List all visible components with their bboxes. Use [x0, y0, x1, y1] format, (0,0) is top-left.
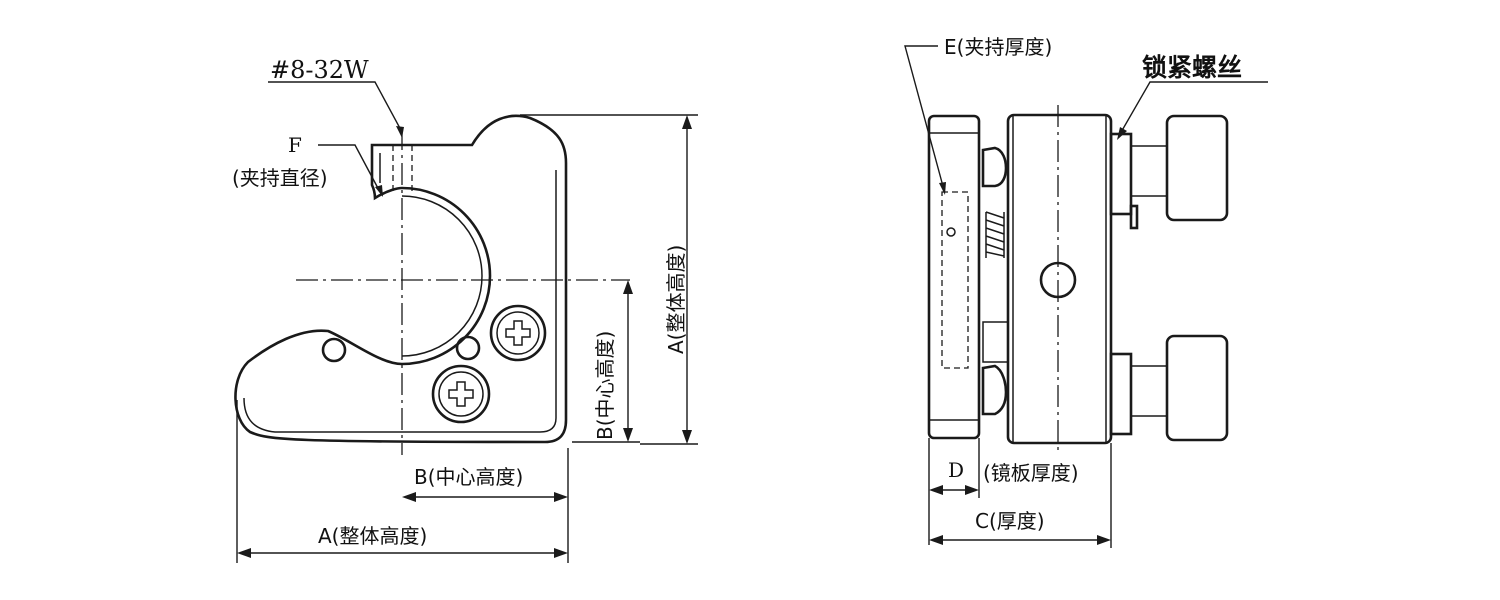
dim-a-vertical-label: A(整体高度)	[664, 245, 688, 354]
pivot-ball	[981, 146, 1008, 188]
dim-c-label: C(厚度)	[975, 509, 1045, 533]
base-plate	[1006, 113, 1113, 445]
guide-pin	[982, 321, 1009, 363]
lock-screw-label: 锁紧螺丝	[1142, 53, 1242, 82]
screw-bottom-icon	[431, 364, 491, 424]
clamp-diameter-letter: F	[288, 133, 302, 157]
mirror-plate	[927, 114, 981, 440]
clamp-diameter-leader	[318, 144, 381, 193]
dowel-hole-left	[321, 337, 347, 363]
spring-icon	[985, 211, 1005, 258]
dim-b-vertical-label: B(中心高度)	[593, 331, 617, 440]
thread-label: #8-32W	[270, 56, 369, 84]
dim-b-horizontal-label: B(中心高度)	[414, 465, 523, 489]
thread-leader-line	[268, 81, 403, 133]
mount-body-outline	[234, 114, 568, 444]
dowel-hole-right	[455, 335, 481, 361]
pivot-ball-lower	[981, 364, 1008, 416]
side-view: E(夹持厚度) 锁紧螺丝 D (镜板厚度) C(厚度)	[904, 35, 1268, 548]
screw-top-icon	[489, 304, 547, 362]
dim-d-desc: (镜板厚度)	[983, 461, 1079, 485]
lock-screw-leader	[1119, 81, 1268, 135]
clamp-cavity-edge	[401, 195, 483, 357]
clamp-thickness-leader	[904, 45, 945, 191]
adjuster-screw-top-icon	[1109, 114, 1229, 230]
clamp-diameter-desc: (夹持直径)	[232, 166, 328, 190]
dim-a-horizontal-label: A(整体高度)	[318, 524, 427, 548]
dim-d-letter: D	[948, 458, 964, 482]
clamp-thickness-label: E(夹持厚度)	[944, 35, 1052, 59]
set-screw-icon	[946, 227, 956, 237]
mount-body-chamfer	[243, 153, 557, 433]
front-view: #8-32W F (夹持直径) B(中心高度) A(整体高度) B(中心高度) …	[232, 56, 698, 563]
clamp-hidden-region	[941, 191, 969, 369]
adjuster-screw-bottom-icon	[1109, 334, 1229, 442]
mounting-hole	[1039, 261, 1077, 299]
